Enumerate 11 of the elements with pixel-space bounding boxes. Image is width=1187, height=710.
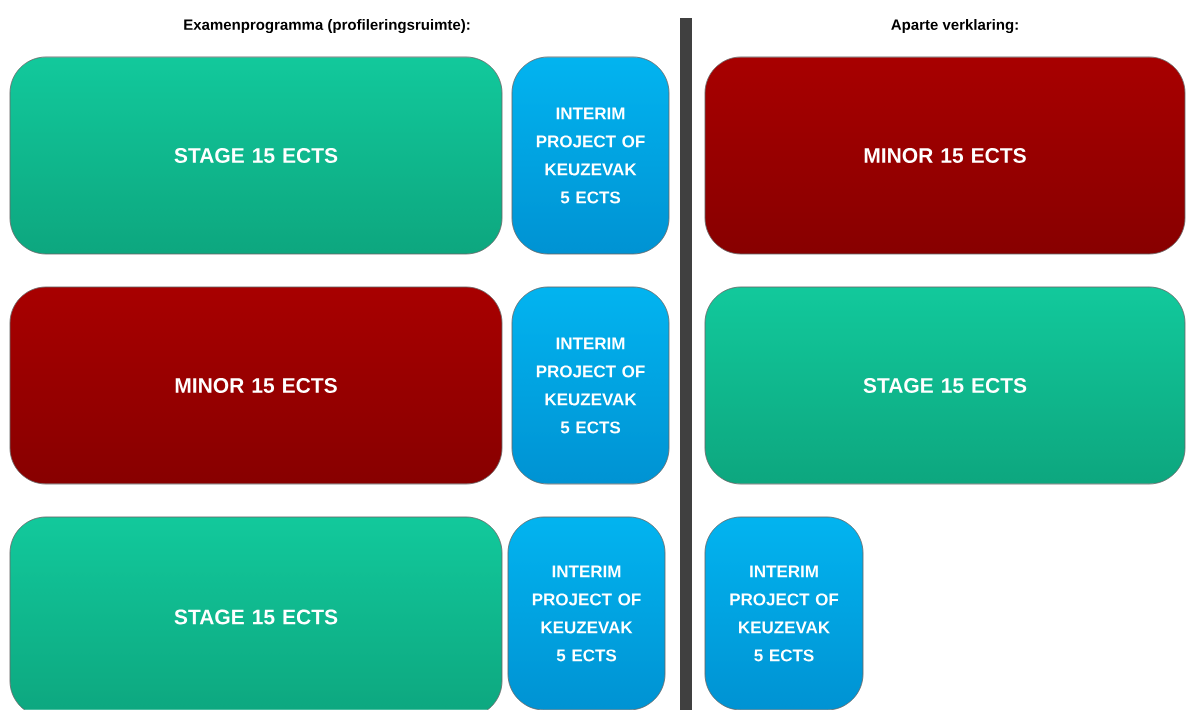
module-box: MINOR 15 ECTS xyxy=(9,286,503,485)
module-box: INTERIM PROJECT OF KEUZEVAK 5 ECTS xyxy=(704,516,864,710)
column-heading: Examenprogramma (profileringsruimte): xyxy=(184,18,470,33)
module-box: STAGE 15 ECTS xyxy=(9,516,503,710)
module-box: INTERIM PROJECT OF KEUZEVAK 5 ECTS xyxy=(511,286,670,485)
column-heading: Aparte verklaring: xyxy=(891,18,1018,33)
module-box: INTERIM PROJECT OF KEUZEVAK 5 ECTS xyxy=(511,56,670,255)
module-box: STAGE 15 ECTS xyxy=(9,56,503,255)
module-box: STAGE 15 ECTS xyxy=(704,286,1186,485)
module-box: INTERIM PROJECT OF KEUZEVAK 5 ECTS xyxy=(507,516,666,710)
module-box: MINOR 15 ECTS xyxy=(704,56,1186,255)
